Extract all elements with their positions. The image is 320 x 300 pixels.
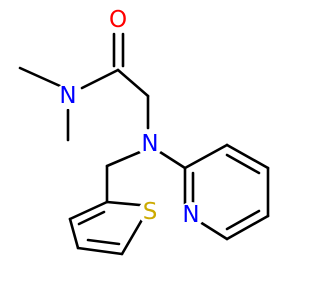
bond-thio-c4-c5-inner [86, 238, 121, 246]
bond-n-ch2-thienyl [105, 150, 142, 168]
bond-pyr-c3-c4-inner [225, 153, 261, 175]
bond-carbonyl-n [80, 68, 120, 90]
atom-o1-label: O [109, 7, 127, 33]
amine-nitrogen-atom: N [137, 131, 163, 157]
atom-n-pyridine-label: N [182, 202, 199, 228]
bond-pyr-c5-c6 [225, 214, 270, 241]
bond-n-methyl-1 [18, 66, 62, 88]
pyridine-nitrogen-atom: N [178, 202, 204, 228]
atom-n-amide-label: N [59, 83, 76, 109]
atom-n-amine-label: N [141, 131, 158, 157]
bond-pyr-c6-n [198, 220, 229, 241]
amide-nitrogen-atom: N [55, 83, 81, 109]
bond-thio-c2-c3-inner [77, 210, 106, 226]
bond-pyr-c3-c4 [225, 143, 270, 170]
oxygen-atom: O [105, 7, 131, 33]
bond-thio-c5-c4 [76, 246, 124, 256]
atom-s1-label: S [143, 199, 158, 225]
bond-pyr-c2-c3 [183, 143, 229, 170]
bond-carbonyl-ch2 [116, 68, 150, 98]
sulfur-atom: S [138, 199, 162, 225]
bond-n-pyridyl [158, 150, 187, 170]
bond-thio-c4-c3 [68, 217, 80, 250]
bond-pyr-c5-c6-inner [225, 209, 261, 231]
molecule-structure: O N N N S [18, 7, 270, 256]
atom-labels: O N N N S [55, 7, 204, 228]
bond-thio-c3-c2 [68, 200, 109, 221]
